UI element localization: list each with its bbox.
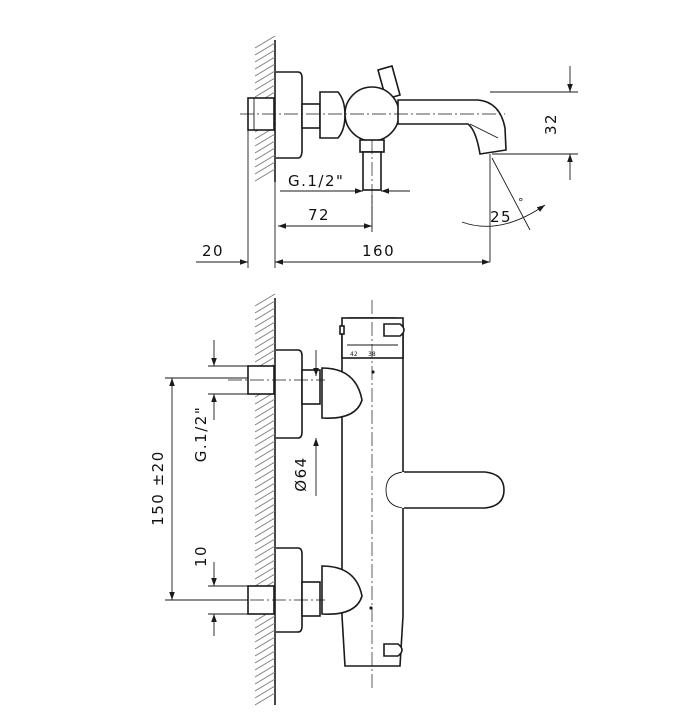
wall-hatch-line [254, 293, 276, 307]
wall-hatch-line [254, 70, 276, 84]
wall-hatch-line [254, 419, 276, 433]
wall-hatch-line [254, 440, 276, 454]
dims-top: 32 25 ° G.1/2" 72 160 20 [196, 66, 578, 268]
wall-hatch-line [254, 489, 276, 503]
wall-hatch-line [254, 454, 276, 468]
wall-hatch-line [254, 475, 276, 489]
dim-angle: 25 [490, 208, 512, 226]
wall-hatch-line [254, 314, 276, 328]
wall-hatch-line [254, 538, 276, 552]
wall-hatch-line [254, 566, 276, 580]
dim-center-distance: 150 ±20 [149, 450, 167, 526]
wall-hatch-line [254, 307, 276, 321]
dim-adjust: 10 [192, 545, 210, 567]
wall-hatch-line [254, 426, 276, 440]
wall-hatch-line [254, 84, 276, 98]
wall-hatch-line [254, 49, 276, 63]
dim-total-depth: 160 [362, 242, 395, 260]
wall-bottom [254, 293, 276, 706]
wall-hatch-line [254, 657, 276, 671]
spout-front [403, 471, 505, 509]
dim-spout-height: 32 [542, 113, 560, 135]
cap-upper [321, 367, 363, 419]
side-view [240, 35, 507, 225]
wall-hatch-line [254, 482, 276, 496]
dim-rosette-diameter: Ø64 [292, 456, 310, 491]
rosette [276, 71, 303, 159]
cap-lower [321, 565, 363, 615]
wall-hatch-line [254, 496, 276, 510]
wall-hatch-line [254, 398, 276, 412]
wall-hatch-line [254, 447, 276, 461]
degree-symbol: ° [518, 196, 525, 209]
dim-thread-top: G.1/2" [288, 172, 344, 190]
wall-hatch-line [254, 517, 276, 531]
dims-bottom: 150 ±20 G.1/2" Ø64 10 [149, 340, 319, 636]
wall-hatch-line [254, 559, 276, 573]
front-view: 42 38 [228, 293, 505, 706]
wall-hatch-line [254, 531, 276, 545]
wall-hatch-line [254, 56, 276, 70]
wall-hatch-line [254, 161, 276, 175]
wall-hatch-line [254, 622, 276, 636]
wall-hatch-line [254, 412, 276, 426]
wall-hatch-line [254, 461, 276, 475]
wall-hatch-line [254, 643, 276, 657]
wall-hatch-line [254, 468, 276, 482]
wall-hatch-line [254, 664, 276, 678]
wall-hatch-line [254, 685, 276, 699]
wall-hatch-line [254, 405, 276, 419]
wall-hatch-line [254, 335, 276, 349]
wall-hatch-line [254, 650, 276, 664]
wall-hatch-line [254, 678, 276, 692]
wall-hatch-line [254, 433, 276, 447]
body-side [319, 91, 346, 139]
wall-hatch-line [254, 63, 276, 77]
wall-hatch-line [254, 328, 276, 342]
wall-hatch-line [254, 168, 276, 182]
rosette-upper [276, 349, 303, 439]
dim-thread-front: G.1/2" [192, 406, 210, 462]
wall-hatch-line [254, 42, 276, 56]
wall-hatch-line [254, 503, 276, 517]
wall-hatch-line [254, 77, 276, 91]
wall-hatch-line [254, 636, 276, 650]
mixer-body [341, 317, 404, 667]
wall-hatch-line [254, 629, 276, 643]
wall-hatch-line [254, 573, 276, 587]
wall-hatch-line [254, 524, 276, 538]
wall-hatch-line [254, 133, 276, 147]
rosette-lower [276, 547, 303, 633]
spout [397, 99, 507, 155]
wall-hatch-line [254, 321, 276, 335]
wall-hatch-line [254, 300, 276, 314]
wall-hatch-line [254, 671, 276, 685]
wall-hatch-line [254, 342, 276, 356]
dim-inlet-offset: 72 [308, 206, 330, 224]
wall-hatch-line [254, 552, 276, 566]
wall-hatch-line [254, 545, 276, 559]
wall-hatch-line [254, 510, 276, 524]
dial-mark-42: 42 [350, 351, 358, 358]
wall-hatch-line [254, 692, 276, 706]
wall-hatch-line [254, 615, 276, 629]
wall-hatch-line [254, 35, 276, 49]
wall-hatch-line [254, 154, 276, 168]
wall-hatch-line [254, 140, 276, 154]
wall-hatch-line [254, 349, 276, 363]
wall-hatch-line [254, 147, 276, 161]
dim-wall: 20 [202, 242, 224, 260]
